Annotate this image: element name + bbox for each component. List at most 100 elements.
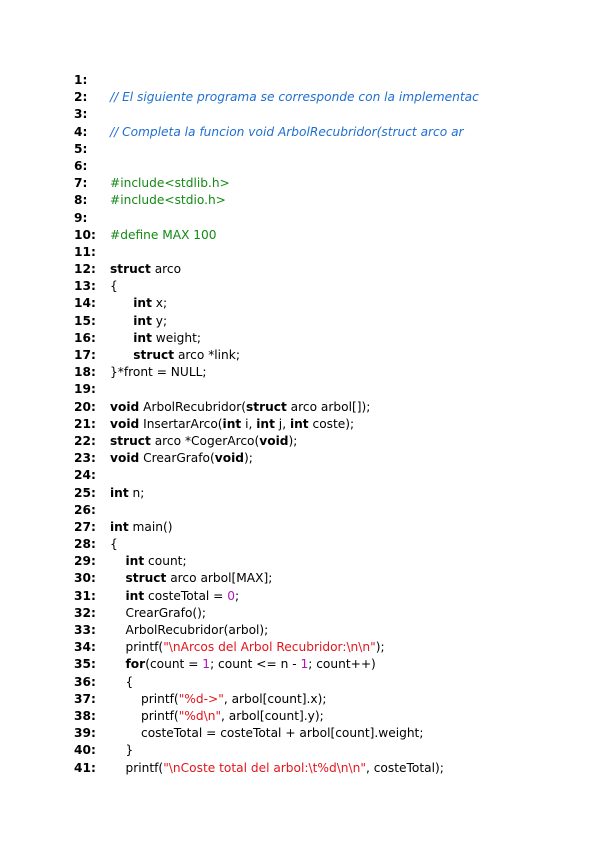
code-text: int main() (110, 519, 173, 536)
code-text: void InsertarArco(int i, int j, int cost… (110, 416, 354, 433)
line-number: 29: (74, 554, 96, 569)
code-token: arco *CogerArco( (150, 433, 260, 448)
code-line: 33: ArbolRecubridor(arbol); (74, 622, 574, 639)
line-number: 20: (74, 399, 96, 414)
code-token: int (125, 588, 145, 603)
code-line: 27:int main() (74, 519, 574, 536)
code-line: 11: (74, 244, 574, 261)
code-token: weight; (151, 330, 202, 345)
code-token: struct (125, 571, 167, 586)
code-line: 25: int n; (74, 485, 574, 502)
code-token: void (259, 433, 289, 448)
code-token: arco (150, 262, 182, 277)
code-token: CrearGrafo(); (110, 605, 207, 620)
code-token: ArbolRecubridor( (139, 399, 246, 414)
code-token: int (125, 554, 145, 569)
code-line: 2: // El siguiente programa se correspond… (74, 89, 574, 106)
code-token: struct (245, 399, 287, 414)
code-token: printf( (110, 691, 179, 706)
code-line: 14: int x; (74, 295, 574, 312)
line-number: 13: (74, 279, 96, 294)
code-line: 5: (74, 141, 574, 158)
code-token: i, (241, 416, 257, 431)
code-token: int (256, 416, 275, 431)
line-number: 3: (74, 107, 88, 122)
code-line: 16: int weight; (74, 330, 574, 347)
code-line: 28:{ (74, 536, 574, 553)
code-text: printf("%d->", arbol[count].x); (110, 691, 327, 708)
line-number: 31: (74, 588, 96, 603)
code-token: "\nArcos del Arbol Recubridor:\n\n" (163, 640, 376, 655)
code-token: n; (128, 485, 145, 500)
code-line: 24: (74, 467, 574, 484)
code-text: struct arco (110, 261, 181, 278)
code-line: 13: { (74, 278, 574, 295)
code-token: arco *link; (174, 348, 240, 362)
code-line: 38: printf("%d\n", arbol[count].y); (74, 708, 574, 725)
code-text: struct arco *CogerArco(void); (110, 433, 297, 450)
code-token (110, 348, 133, 362)
code-text: int count; (110, 553, 187, 570)
code-text: int n; (110, 485, 144, 502)
code-token: struct (110, 262, 151, 277)
code-token: }*front = NULL; (110, 365, 207, 380)
line-number: 15: (74, 313, 96, 328)
line-number: 7: (74, 176, 88, 191)
code-token: arco arbol[]); (286, 399, 371, 414)
line-number: 2: (74, 90, 88, 105)
code-token: ; (235, 588, 240, 603)
code-line: 36: { (74, 674, 574, 691)
line-number: 38: (74, 708, 96, 723)
code-line: 8:#include<stdio.h> (74, 192, 574, 209)
line-number: 40: (74, 743, 96, 758)
code-token: int (133, 313, 152, 328)
code-text: void ArbolRecubridor(struct arco arbol[]… (110, 399, 370, 416)
code-text: #include<stdio.h> (110, 192, 226, 209)
code-line: 41: printf("\nCoste total del arbol:\t%d… (74, 760, 574, 777)
code-line: 20: void ArbolRecubridor(struct arco arbo… (74, 399, 574, 416)
code-text: #define MAX 100 (110, 227, 217, 244)
code-line: 31: int costeTotal = 0; (74, 588, 574, 605)
code-text: } (110, 742, 133, 759)
code-token: // El siguiente programa se corresponde … (110, 90, 479, 105)
line-number: 16: (74, 330, 96, 345)
code-line: 10: #define MAX 100 (74, 227, 574, 244)
line-number: 4: (74, 124, 88, 139)
line-number: 23: (74, 451, 96, 466)
code-text: int costeTotal = 0; (110, 588, 240, 605)
code-token: CrearGrafo( (139, 451, 215, 466)
code-line: 6: (74, 158, 574, 175)
code-line: 40: } (74, 742, 574, 759)
line-number: 30: (74, 571, 96, 586)
code-token: void (214, 451, 244, 466)
code-text: #include<stdlib.h> (110, 175, 230, 192)
code-text: printf("\nArcos del Arbol Recubridor:\n\… (110, 639, 385, 656)
code-line: 17: struct arco *link; (74, 347, 574, 364)
code-token: 1 (202, 657, 211, 672)
line-number: 21: (74, 416, 96, 431)
code-token: struct (133, 348, 175, 362)
code-line: 12:struct arco (74, 261, 574, 278)
code-line: 34: printf("\nArcos del Arbol Recubridor… (74, 639, 574, 656)
line-number: 24: (74, 468, 96, 483)
line-number: 28: (74, 537, 96, 552)
line-number: 10: (74, 227, 96, 242)
code-line: 7: #include<stdlib.h> (74, 175, 574, 192)
code-token: int (110, 519, 129, 534)
code-listing: 1:2:// El siguiente programa se correspo… (74, 72, 574, 777)
code-token: void (110, 451, 140, 466)
code-text: { (110, 278, 118, 295)
code-text: struct arco *link; (110, 347, 240, 364)
code-token: int (133, 296, 152, 311)
code-token: InsertarArco( (139, 416, 223, 431)
code-text: }*front = NULL; (110, 364, 207, 381)
line-number: 32: (74, 605, 96, 620)
code-token: "%d->" (178, 691, 224, 706)
code-token: ; count <= n - (210, 657, 301, 672)
code-token: ); (375, 640, 385, 655)
code-text: { (110, 674, 133, 691)
line-number: 25: (74, 485, 96, 500)
line-number: 19: (74, 382, 96, 397)
code-text: for(count = 1; count <= n - 1; count++) (110, 656, 376, 673)
code-token: void (110, 399, 140, 414)
